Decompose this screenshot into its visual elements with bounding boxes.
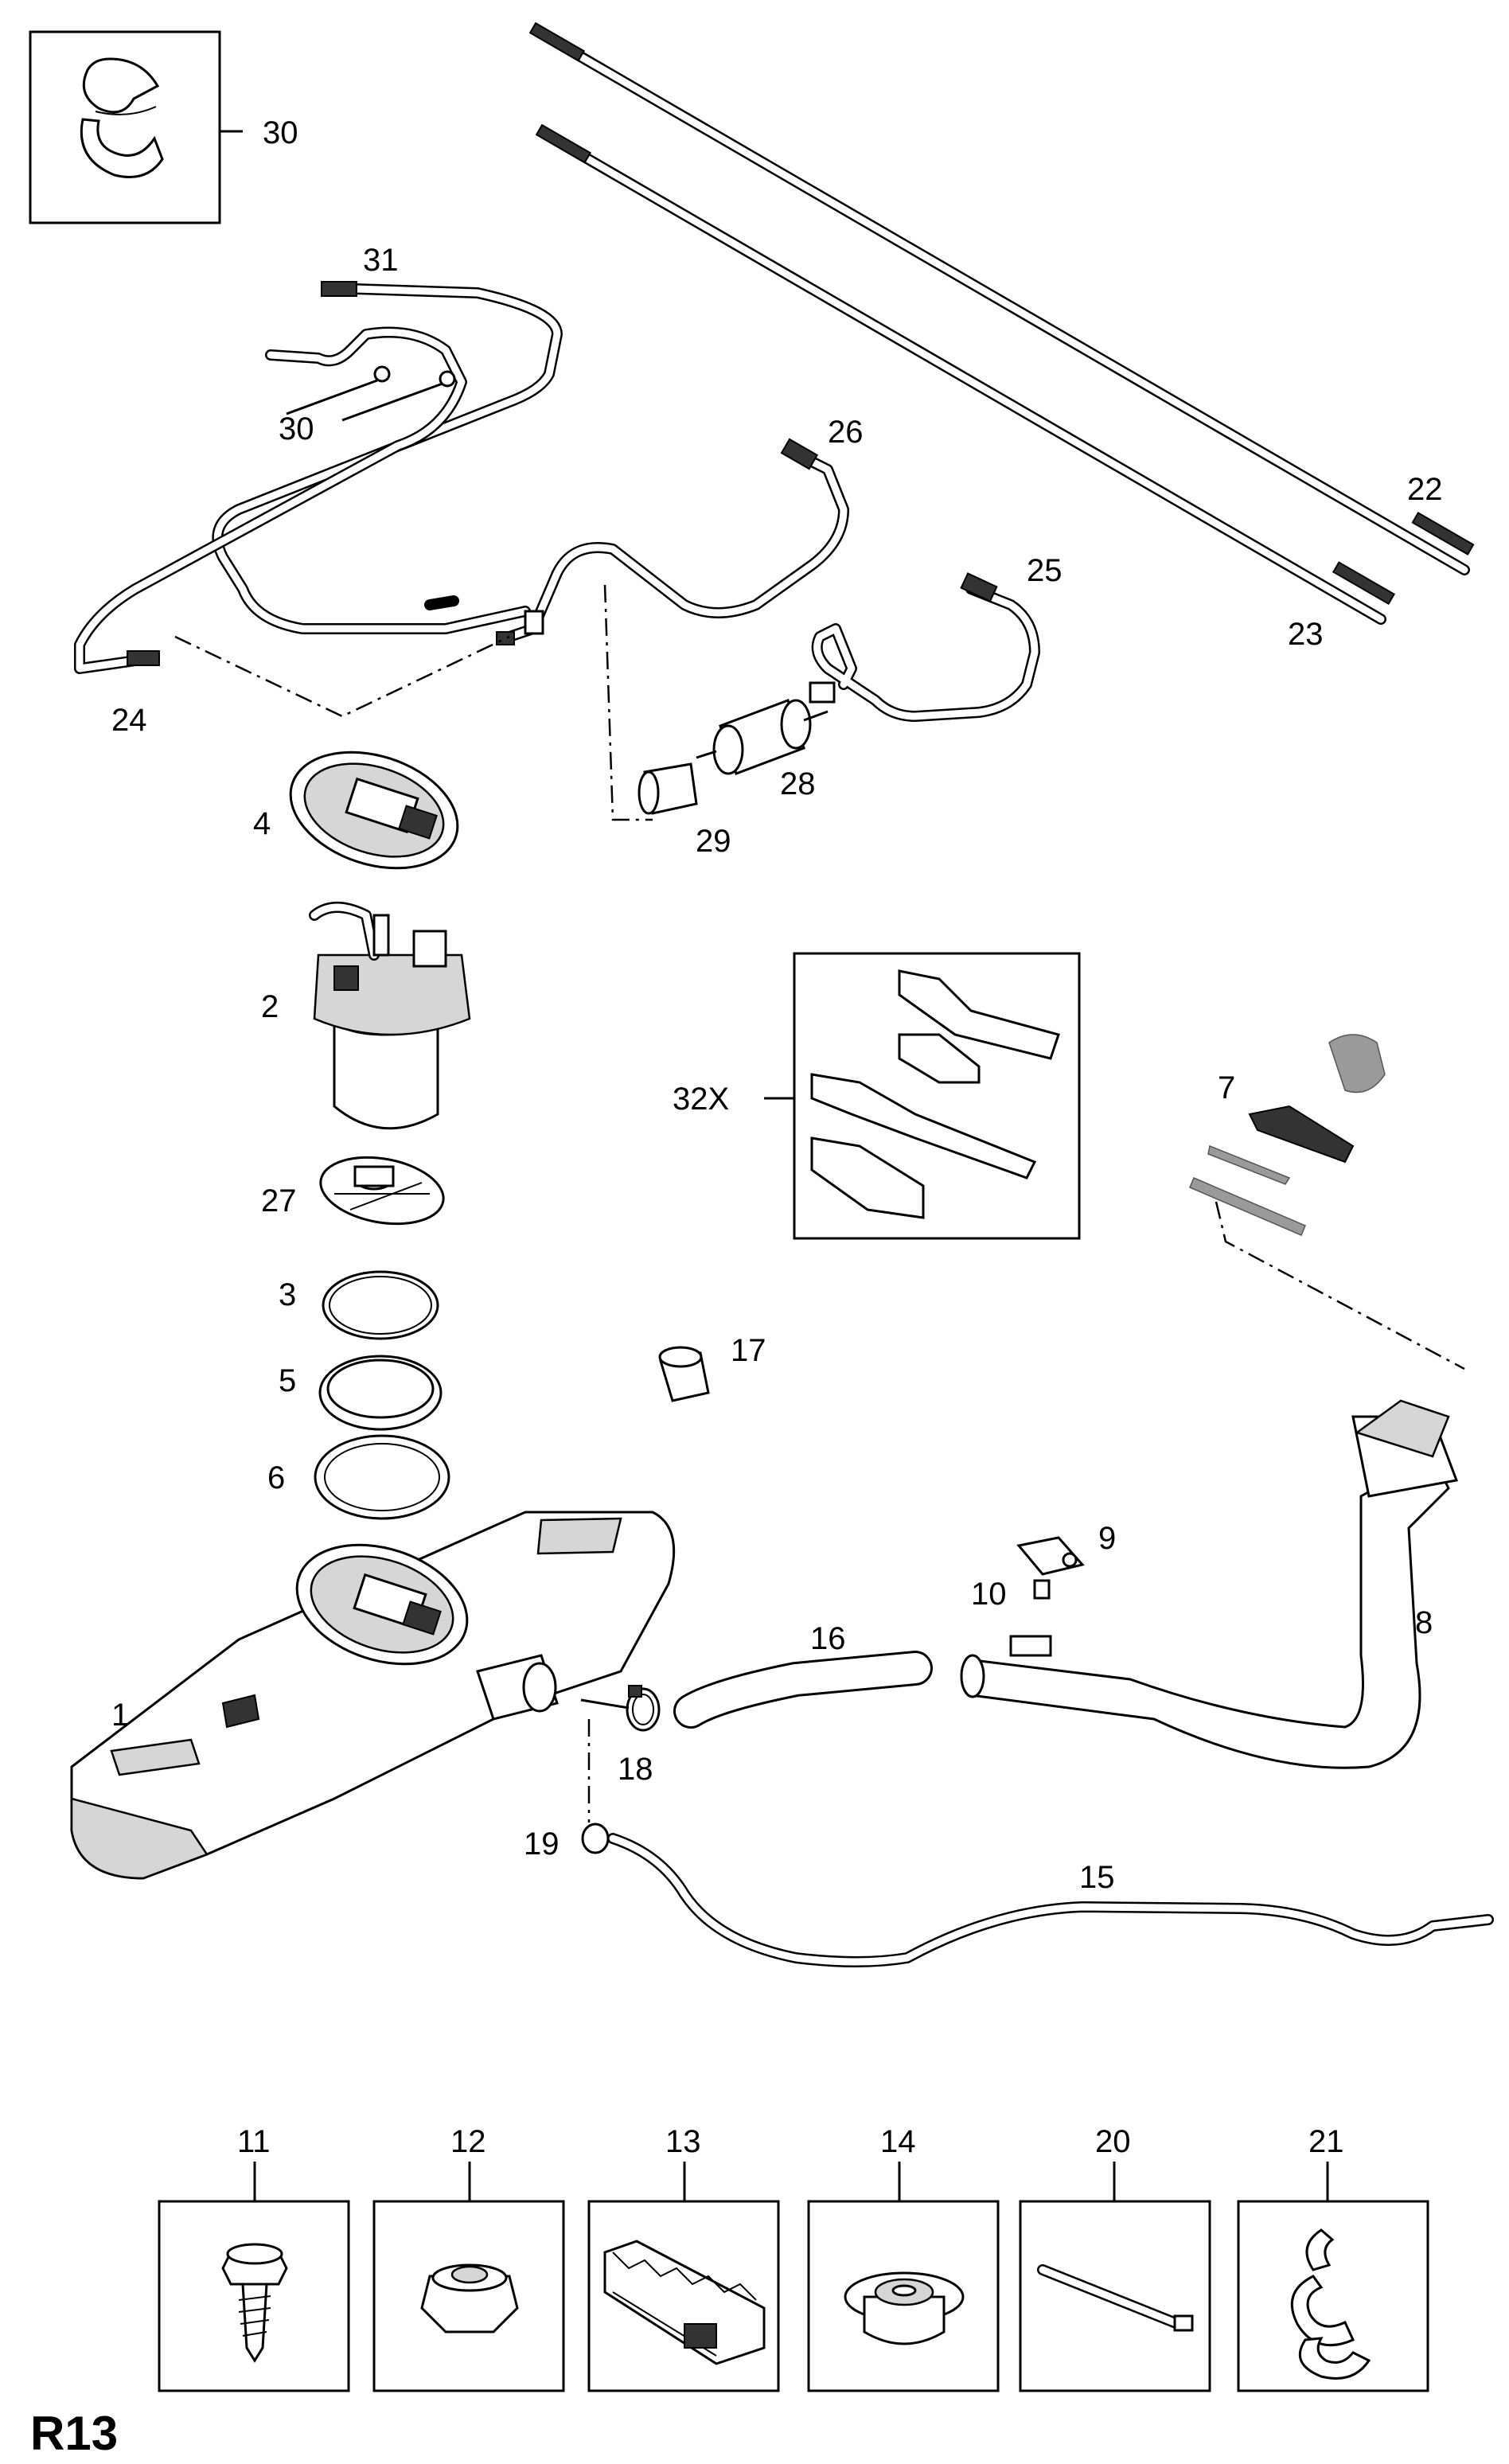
part-32x-bracket-inset: 32X xyxy=(673,952,1081,1240)
part-31-vent-line: 31 xyxy=(212,243,563,634)
part-26-fuel-line: 26 xyxy=(496,415,864,645)
part-17-cap: 17 xyxy=(658,1333,766,1402)
callout-30-pipe-clips: 30 xyxy=(279,411,314,446)
callout-5: 5 xyxy=(279,1363,296,1398)
part-18-hose-clamp: 18 xyxy=(580,1685,661,1787)
part-25-fuel-line: 25 xyxy=(809,553,1063,722)
callout-21: 21 xyxy=(1308,2124,1344,2159)
part-27-pump-filter: 27 xyxy=(261,1156,445,1226)
callout-6: 6 xyxy=(267,1460,285,1495)
part-1-fuel-tank: 1 xyxy=(70,1511,676,1880)
callout-28: 28 xyxy=(780,766,816,801)
part-19-hose-clamp: 19 xyxy=(524,1823,610,1862)
callout-23: 23 xyxy=(1288,617,1324,652)
callout-12: 12 xyxy=(450,2124,486,2159)
callout-24: 24 xyxy=(111,703,147,738)
part-8-filler-neck: 8 xyxy=(960,1399,1459,1769)
callout-31: 31 xyxy=(363,243,399,278)
callout-27: 27 xyxy=(261,1183,297,1218)
part-28-fuel-filter: 28 xyxy=(696,699,829,801)
callout-2: 2 xyxy=(261,989,279,1024)
part-23-fuel-line: 23 xyxy=(535,123,1396,652)
part-6-lock-ring: 6 xyxy=(267,1434,450,1520)
callout-17: 17 xyxy=(731,1333,766,1368)
callout-29: 29 xyxy=(696,824,731,859)
callout-13: 13 xyxy=(665,2124,701,2159)
callout-25: 25 xyxy=(1027,553,1063,588)
callout-30-inset: 30 xyxy=(263,115,298,150)
callout-19: 19 xyxy=(524,1827,560,1862)
callout-4: 4 xyxy=(253,806,271,841)
callout-10: 10 xyxy=(971,1577,1007,1612)
callout-8: 8 xyxy=(1415,1605,1433,1640)
callout-11: 11 xyxy=(237,2124,271,2159)
part-10-bolt: 10 xyxy=(971,1577,1051,1612)
part-21-pipe-clip-inset: 21 xyxy=(1237,2124,1429,2392)
part-5-gasket: 5 xyxy=(279,1355,443,1431)
callout-15: 15 xyxy=(1079,1860,1115,1895)
part-7-filler-seal-set: 7 xyxy=(1189,1034,1386,1236)
part-12-nut-inset: 12 xyxy=(372,2124,565,2392)
callout-1: 1 xyxy=(111,1698,129,1733)
callout-7: 7 xyxy=(1218,1070,1235,1105)
part-30-clip-inset: 30 xyxy=(29,30,298,224)
part-4-pump-cover: 4 xyxy=(253,751,459,870)
callout-18: 18 xyxy=(618,1752,653,1787)
part-20-cable-tie-inset: 20 xyxy=(1019,2124,1211,2392)
callout-14: 14 xyxy=(880,2124,916,2159)
callout-16: 16 xyxy=(810,1621,846,1656)
part-24-fuel-line: 30 24 xyxy=(74,326,467,738)
connection-line-29 xyxy=(603,584,653,821)
part-2-fuel-pump-module: 2 xyxy=(261,902,471,1130)
page-code: R13 xyxy=(30,2407,118,2460)
part-15-vent-hose: 15 xyxy=(607,1833,1494,1967)
callout-26: 26 xyxy=(828,415,864,450)
connection-line-7 xyxy=(1215,1201,1465,1370)
part-3-seal-ring: 3 xyxy=(279,1270,439,1340)
connection-line-24 xyxy=(174,635,510,718)
part-11-bolt-inset: 11 xyxy=(158,2124,350,2392)
part-16-filler-hose: 16 xyxy=(673,1621,933,1729)
part-13-pipe-clip-inset: 13 xyxy=(587,2124,780,2392)
callout-22: 22 xyxy=(1407,472,1443,507)
callout-3: 3 xyxy=(279,1277,296,1312)
callout-9: 9 xyxy=(1098,1521,1116,1556)
part-9-bracket: 9 xyxy=(1016,1521,1116,1576)
part-22-fuel-line: 22 xyxy=(528,21,1475,575)
callout-32x: 32X xyxy=(673,1082,729,1117)
part-29-filter-clamp: 29 xyxy=(638,762,731,859)
part-14-nut-inset: 14 xyxy=(807,2124,1000,2392)
callout-20: 20 xyxy=(1095,2124,1131,2159)
